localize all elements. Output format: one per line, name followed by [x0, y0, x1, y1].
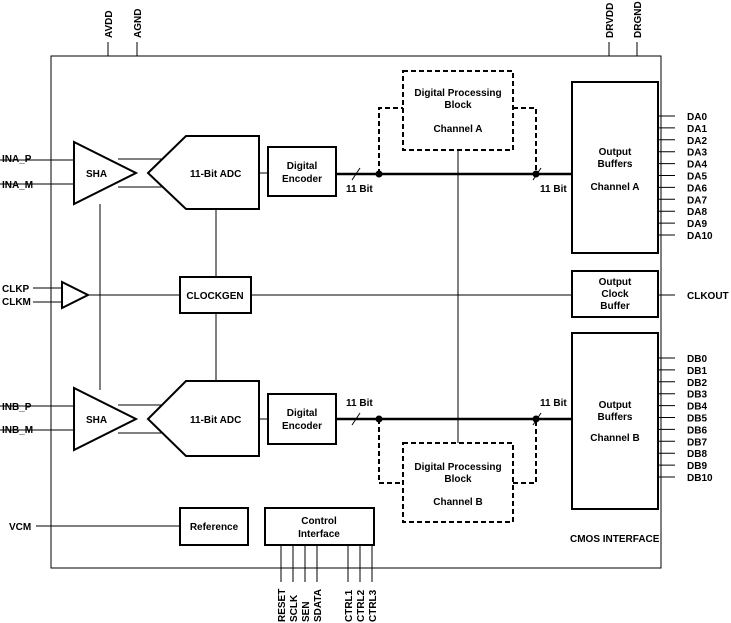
bus-b-width-1: 11 Bit	[346, 398, 373, 409]
encoder-a-line1: Digital	[287, 161, 318, 172]
bus-a-width-1: 11 Bit	[346, 184, 373, 195]
sha-a	[73, 140, 139, 206]
dpb-a-line2: Block	[444, 100, 472, 111]
da-pin-label: DA2	[687, 136, 707, 147]
reference	[179, 507, 249, 546]
bus-a-width-2: 11 Bit	[540, 184, 567, 195]
clock-buffer-line1: Output	[599, 277, 632, 288]
dpb-b-channel: Channel B	[433, 497, 482, 508]
clockgen	[179, 276, 252, 314]
dpb-b-connector-right	[513, 419, 537, 484]
bus-b-node-2	[532, 415, 540, 423]
adc-a-label: 11-Bit ADC	[190, 169, 241, 180]
drgnd-label: DRGND	[633, 1, 644, 38]
inb-p-label: INB_P	[2, 402, 32, 413]
dpb-a-channel: Channel A	[433, 124, 482, 135]
dpb-b-line2: Block	[444, 474, 472, 485]
chip-boundary	[50, 55, 662, 569]
sha-b-label: SHA	[86, 415, 107, 426]
da-pin-label: DA0	[687, 112, 707, 123]
db-pin-label: DB6	[687, 425, 707, 436]
da-pin-label: DA3	[687, 148, 707, 159]
da-pin-label: DA4	[687, 160, 707, 171]
control-interface-line2: Interface	[298, 529, 340, 540]
db-pin-label: DB10	[687, 473, 713, 484]
encoder-b-line2: Encoder	[282, 421, 322, 432]
clockgen-label: CLOCKGEN	[186, 291, 243, 302]
db-pin-label: DB1	[687, 366, 707, 377]
bus-b-width-2: 11 Bit	[540, 398, 567, 409]
clock-buffer-line2: Clock	[601, 289, 629, 300]
encoder-a	[267, 146, 337, 197]
dpb-a-line1: Digital Processing	[414, 88, 501, 99]
db-pin-label: DB0	[687, 354, 707, 365]
dpb-a-connector-right	[513, 107, 537, 174]
da-pin-label: DA5	[687, 172, 707, 183]
dpb-b-line1: Digital Processing	[414, 462, 501, 473]
output-buffers-a-line2: Buffers	[597, 159, 632, 170]
da-pin-label: DA6	[687, 183, 707, 194]
da-pin-label: DA9	[687, 219, 707, 230]
control-pin-label: CTRL3	[368, 589, 379, 622]
clock-buffer-line3: Buffer	[600, 301, 630, 312]
dpb-a-connector-left	[378, 107, 403, 174]
ina-m-label: INA_M	[2, 180, 33, 191]
dpb-b-connector-left	[378, 419, 403, 484]
output-buffers-b-line2: Buffers	[597, 412, 632, 423]
clock-input-buffer	[61, 280, 91, 310]
sha-b	[73, 386, 139, 452]
reference-label: Reference	[190, 522, 239, 533]
avdd-label: AVDD	[104, 10, 115, 38]
output-buffers-a	[571, 81, 659, 254]
da-pin-label: DA8	[687, 207, 707, 218]
db-pin-label: DB2	[687, 378, 707, 389]
output-buffers-a-line1: Output	[599, 147, 632, 158]
output-buffers-b-channel: Channel B	[590, 433, 639, 444]
adc-b-label: 11-Bit ADC	[190, 415, 241, 426]
encoder-a-line2: Encoder	[282, 174, 322, 185]
control-pin-label: CTRL2	[356, 589, 367, 622]
output-clock-buffer	[571, 270, 659, 318]
control-interface-line1: Control	[301, 516, 337, 527]
drvdd-label: DRVDD	[605, 3, 616, 38]
clkout-label: CLKOUT	[687, 291, 729, 302]
control-pin-label: SEN	[301, 601, 312, 622]
control-interface	[264, 507, 375, 546]
encoder-b-line1: Digital	[287, 408, 318, 419]
db-pin-label: DB3	[687, 390, 707, 401]
clkp-label: CLKP	[2, 284, 30, 295]
db-pin-label: DB9	[687, 461, 707, 472]
output-buffers-b	[571, 332, 659, 510]
dpb-b	[402, 442, 514, 523]
agnd-label: AGND	[133, 9, 144, 38]
db-pin-label: DB5	[687, 414, 707, 425]
da-pin-label: DA10	[687, 231, 713, 242]
control-pin-label: SCLK	[289, 594, 300, 622]
output-buffers-b-line1: Output	[599, 400, 632, 411]
bus-a-slash-1	[351, 167, 361, 181]
db-pin-label: DB4	[687, 402, 707, 413]
vcm-label: VCM	[9, 522, 31, 533]
da-pin-label: DA7	[687, 195, 707, 206]
clkm-label: CLKM	[2, 297, 31, 308]
da-pin-label: DA1	[687, 124, 707, 135]
encoder-b	[267, 393, 337, 445]
db-pin-label: DB7	[687, 437, 707, 448]
sha-a-label: SHA	[86, 169, 107, 180]
control-pin-label: SDATA	[313, 589, 324, 622]
output-buffers-a-channel: Channel A	[590, 182, 639, 193]
cmos-interface-label: CMOS INTERFACE	[570, 534, 660, 545]
control-pin-label: CTRL1	[344, 589, 355, 622]
bus-b-slash-1	[351, 412, 361, 426]
control-pin-label: RESET	[277, 589, 288, 622]
db-pin-label: DB8	[687, 449, 707, 460]
